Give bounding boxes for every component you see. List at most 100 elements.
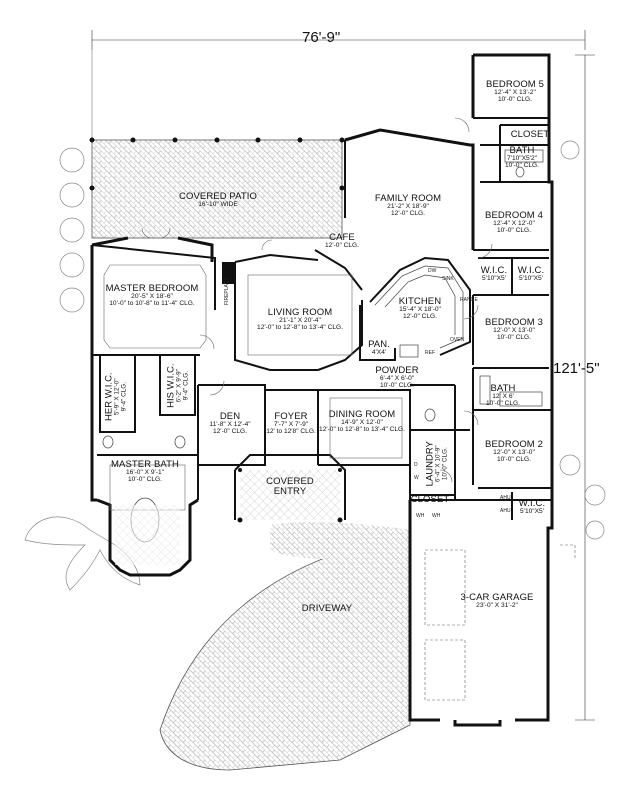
entry-columns	[237, 468, 343, 523]
room-ceiling: 12'-0" CLG.	[212, 427, 248, 435]
room-dims: 12'-4" X 12'-0"	[493, 219, 535, 227]
room-dims: 4'X4'	[371, 348, 387, 356]
room-bath-top: BATH 7'10"X5'2" 10'-0" CLG.	[505, 146, 539, 170]
room-master-bedroom: MASTER BEDROOM 20'-5" X 18'-6" 10'-0" to…	[106, 284, 199, 308]
door-swings	[141, 117, 493, 483]
room-ceiling: 12'-0" CLG.	[390, 209, 426, 217]
room-name: LIVING ROOM	[267, 307, 333, 318]
room-name: BEDROOM 2	[485, 439, 543, 450]
room-living-room: LIVING ROOM 21'-1" X 20'-4" 12'-0" to 12…	[257, 308, 343, 332]
room-name: FOYER	[274, 411, 308, 422]
room-dims: 11'-8" X 12'-4"	[209, 420, 251, 428]
room-ceiling: 10'-0" CLG.	[497, 95, 533, 103]
room-pantry: PAN. 4'X4'	[368, 340, 390, 357]
room-name: POWDER	[375, 365, 419, 376]
room-closet-laundry: CLOSET	[411, 495, 450, 505]
room-ceiling: 10'-0" CLG.	[504, 161, 540, 169]
room-name: 3-CAR GARAGE	[460, 592, 534, 603]
room-name: BATH	[490, 383, 516, 394]
room-bedroom4: BEDROOM 4 12'-4" X 12'-0" 10'-0" CLG.	[485, 211, 543, 235]
covered-patio-area	[91, 139, 343, 239]
room-ceiling: 10'-0" CLG.	[379, 381, 415, 389]
room-covered-entry: COVERED ENTRY	[260, 477, 320, 497]
fixture-wh-2: WH	[432, 513, 441, 519]
room-dims: 23'-0" X 31'-2"	[476, 601, 518, 609]
room-name: MASTER BATH	[111, 459, 179, 470]
room-dims: 7'-7" X 7'-9"	[273, 420, 309, 428]
room-name: DEN	[219, 411, 241, 422]
room-ceiling: 12'-0" CLG.	[324, 241, 360, 249]
room-ceiling: 9'-4" CLG.	[119, 382, 127, 412]
room-dims: 12'-0" X 13'-0"	[493, 448, 535, 456]
fixture-ahu-1: AHU	[500, 495, 511, 501]
interior-walls	[91, 117, 552, 520]
room-ceiling: 10'-0" CLG.	[440, 447, 448, 481]
room-dims: 16'-10" WIDE	[198, 200, 238, 208]
room-dims: 5'10"X5'	[519, 274, 543, 282]
room-name: CLOSET	[510, 129, 550, 140]
room-ceiling: 9'-4" CLG.	[181, 371, 189, 401]
room-name: FAMILY ROOM	[374, 193, 442, 204]
room-laundry: LAUNDRY 6'-4" X 10'-9" 10'-0" CLG.	[424, 429, 448, 499]
room-dims: 21'-2" X 18'-9"	[387, 202, 429, 210]
fixture-dryer: D	[414, 462, 418, 468]
room-ceiling: 10'-0" CLG.	[496, 226, 532, 234]
room-name: BEDROOM 3	[485, 317, 543, 328]
room-name: CAFE	[329, 232, 355, 243]
room-name: W.I.C.	[518, 498, 546, 509]
room-kitchen: KITCHEN 15'-4" X 18'-0" 12'-0" CLG.	[399, 297, 441, 321]
room-foyer: FOYER 7'-7" X 7'-9" 12' to 12'8" CLG.	[266, 412, 316, 436]
room-ceiling: 10'-0" CLG.	[485, 399, 521, 407]
room-ceiling: 12'-0" to 12'-8" to 13'-4" CLG.	[257, 323, 343, 331]
fireplace	[222, 262, 235, 284]
room-dims: 21'-1" X 20'-4"	[279, 316, 321, 324]
room-his-wic: HIS W.I.C. 6'-2" X 9'-9" 9'-4" CLG.	[165, 356, 189, 416]
room-wic-b: W.I.C. 5'10"X5'	[518, 266, 544, 283]
landscape-trees	[24, 140, 606, 591]
room-name: PAN.	[368, 339, 390, 350]
fixture-fireplace: FIREPLACE	[224, 277, 230, 305]
room-name: BEDROOM 5	[486, 79, 544, 90]
fixture-dw: DW	[428, 268, 437, 274]
fixture-ref: REF	[425, 350, 435, 356]
room-name: W.I.C.	[517, 265, 545, 276]
covered-entry-floor	[240, 470, 340, 520]
room-ceiling: 10'-0" CLG.	[127, 475, 163, 483]
fixture-washer: W	[414, 475, 419, 481]
patio-columns	[89, 137, 345, 191]
room-bedroom3: BEDROOM 3 12'-0" X 13'-0" 10'-0" CLG.	[485, 318, 543, 342]
entry-walk	[270, 522, 410, 560]
room-covered-patio: COVERED PATIO 16'-10" WIDE	[179, 192, 257, 209]
garage-doors	[424, 544, 576, 701]
room-family-room: FAMILY ROOM 21'-2" X 18'-9" 12'-0" CLG.	[375, 194, 441, 218]
overall-depth-label: 121'-5"	[553, 360, 600, 377]
room-dining-room: DINING ROOM 14'-9" X 12'-0" 12'-0" to 12…	[319, 410, 405, 434]
room-name: BEDROOM 4	[485, 210, 543, 221]
room-dims: 6'-4" X 6'-0"	[379, 374, 415, 382]
driveway-area	[159, 534, 411, 771]
room-name: DINING ROOM	[328, 409, 396, 420]
fixture-wh-1: WH	[416, 513, 425, 519]
room-den: DEN 11'-8" X 12'-4" 12'-0" CLG.	[209, 412, 250, 436]
room-dims: 14'-9" X 12'-0"	[341, 418, 383, 426]
room-master-bath: MASTER BATH 16'-0" X 9'-1" 10'-0" CLG.	[111, 460, 179, 484]
room-ceiling: 12'-0" CLG.	[402, 312, 438, 320]
room-name: COVERED PATIO	[178, 191, 258, 202]
room-dims: 12'-0" X 13'-0"	[493, 326, 535, 334]
room-dims: 15'-4" X 18'-0"	[399, 305, 441, 313]
room-bath-mid: BATH 12' X 6' 10'-0" CLG.	[486, 384, 520, 408]
room-dims: 5'10"X5'	[482, 274, 506, 282]
room-dims: 12' X 6'	[492, 392, 514, 400]
room-name: KITCHEN	[398, 296, 442, 307]
fixture-ahu-2: AHU	[500, 508, 511, 514]
room-bedroom2: BEDROOM 2 12'-0" X 13'-0" 10'-0" CLG.	[485, 440, 543, 464]
room-wic-c: W.I.C. 5'10"X5'	[519, 499, 545, 516]
room-name: DRIVEWAY	[301, 603, 353, 614]
room-name: CLOSET	[410, 494, 450, 505]
exterior-walls	[90, 53, 554, 727]
room-name: MASTER BEDROOM	[105, 283, 199, 294]
room-dims: 7'10"X5'2"	[507, 154, 537, 162]
room-dims: 20'-5" X 18'-6"	[131, 292, 173, 300]
room-ceiling: 12'-0" to 12'-8" to 13'-4" CLG.	[319, 425, 405, 433]
room-name: COVERED ENTRY	[266, 476, 314, 497]
